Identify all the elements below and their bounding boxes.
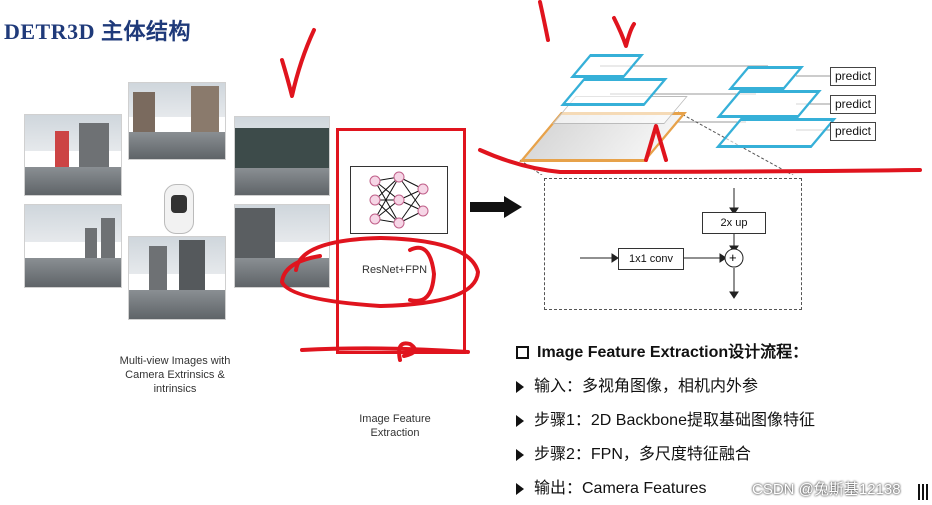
- caption-line-2: Camera Extrinsics &: [125, 369, 225, 381]
- ego-car-icon: [164, 184, 194, 234]
- annotation-check-1: [280, 28, 316, 98]
- neural-network-box: [350, 166, 448, 234]
- annotation-arrow: [644, 124, 668, 162]
- camera-image-back-right: [234, 204, 330, 288]
- annotation-ellipse-2: [408, 245, 436, 303]
- process-heading: Image Feature Extraction设计流程：: [537, 344, 809, 361]
- feature-extraction-caption: Image Feature Extraction: [340, 412, 450, 440]
- step-item: 步骤2：FPN，多尺度特征融合: [516, 440, 926, 466]
- multi-view-caption: Multi-view Images with Camera Extrinsics…: [100, 354, 250, 396]
- arrow-bullet-icon: [516, 414, 524, 427]
- annotation-ellipse: [280, 236, 480, 308]
- backbone-label: ResNet+FPN: [362, 264, 428, 276]
- camera-image-back-left: [24, 204, 122, 288]
- arrow-bullet-icon: [516, 448, 524, 461]
- arrow-bullet-icon: [516, 482, 524, 495]
- annotation-check-2: [538, 0, 550, 42]
- annotation-underline-2: [478, 148, 922, 174]
- camera-image-front: [128, 82, 226, 160]
- predict-box-3: predict: [830, 122, 877, 141]
- predict-box-1: predict: [830, 67, 877, 86]
- fpn-detail-box: [544, 178, 802, 310]
- step-text: 步骤1：2D Backbone提取基础图像特征: [534, 412, 815, 429]
- watermark: CSDN @兔斯基12138: [752, 481, 901, 498]
- step-item: 输出：Camera Features: [516, 474, 926, 500]
- conv-1x1-box: 1x1 conv: [618, 248, 684, 270]
- camera-image-front-left: [24, 114, 122, 196]
- caption-line-1: Multi-view Images with: [119, 355, 231, 367]
- step-item: 步骤1：2D Backbone提取基础图像特征: [516, 406, 926, 432]
- step-text: 输出：Camera Features: [534, 480, 707, 497]
- fe-caption-line-2: Extraction: [370, 427, 420, 439]
- fpn-detail-connections: [580, 188, 744, 299]
- annotation-check-3: [612, 16, 636, 48]
- camera-image-front-right: [234, 116, 330, 196]
- upsample-box: 2x up: [702, 212, 766, 234]
- arrow-bullet-icon: [516, 380, 524, 393]
- multi-view-images: Multi-view Images with Camera Extrinsics…: [0, 0, 335, 400]
- big-arrow-icon: [470, 196, 522, 223]
- annotation-loop: [397, 341, 417, 362]
- square-bullet-icon: [516, 346, 529, 360]
- process-heading-row: Image Feature Extraction设计流程：: [516, 338, 926, 364]
- fe-caption-line-1: Image Feature: [359, 413, 431, 425]
- caption-line-3: intrinsics: [153, 383, 197, 395]
- neural-network-icon: [369, 171, 429, 229]
- step-text: 步骤2：FPN，多尺度特征融合: [534, 446, 751, 463]
- predict-box-2: predict: [830, 95, 877, 114]
- annotation-underline-1: [300, 346, 470, 354]
- qr-code-icon: [918, 484, 930, 500]
- step-text: 输入：多视角图像，相机内外参: [534, 378, 759, 395]
- page-title: DETR3D 主体结构: [4, 19, 192, 44]
- camera-image-back: [128, 236, 226, 320]
- step-item: 输入：多视角图像，相机内外参: [516, 372, 926, 398]
- process-steps: Image Feature Extraction设计流程： 输入：多视角图像，相…: [516, 338, 926, 500]
- plus-operator: +: [729, 250, 737, 265]
- fpn-pyramid-diagram: predict predict predict: [500, 0, 932, 175]
